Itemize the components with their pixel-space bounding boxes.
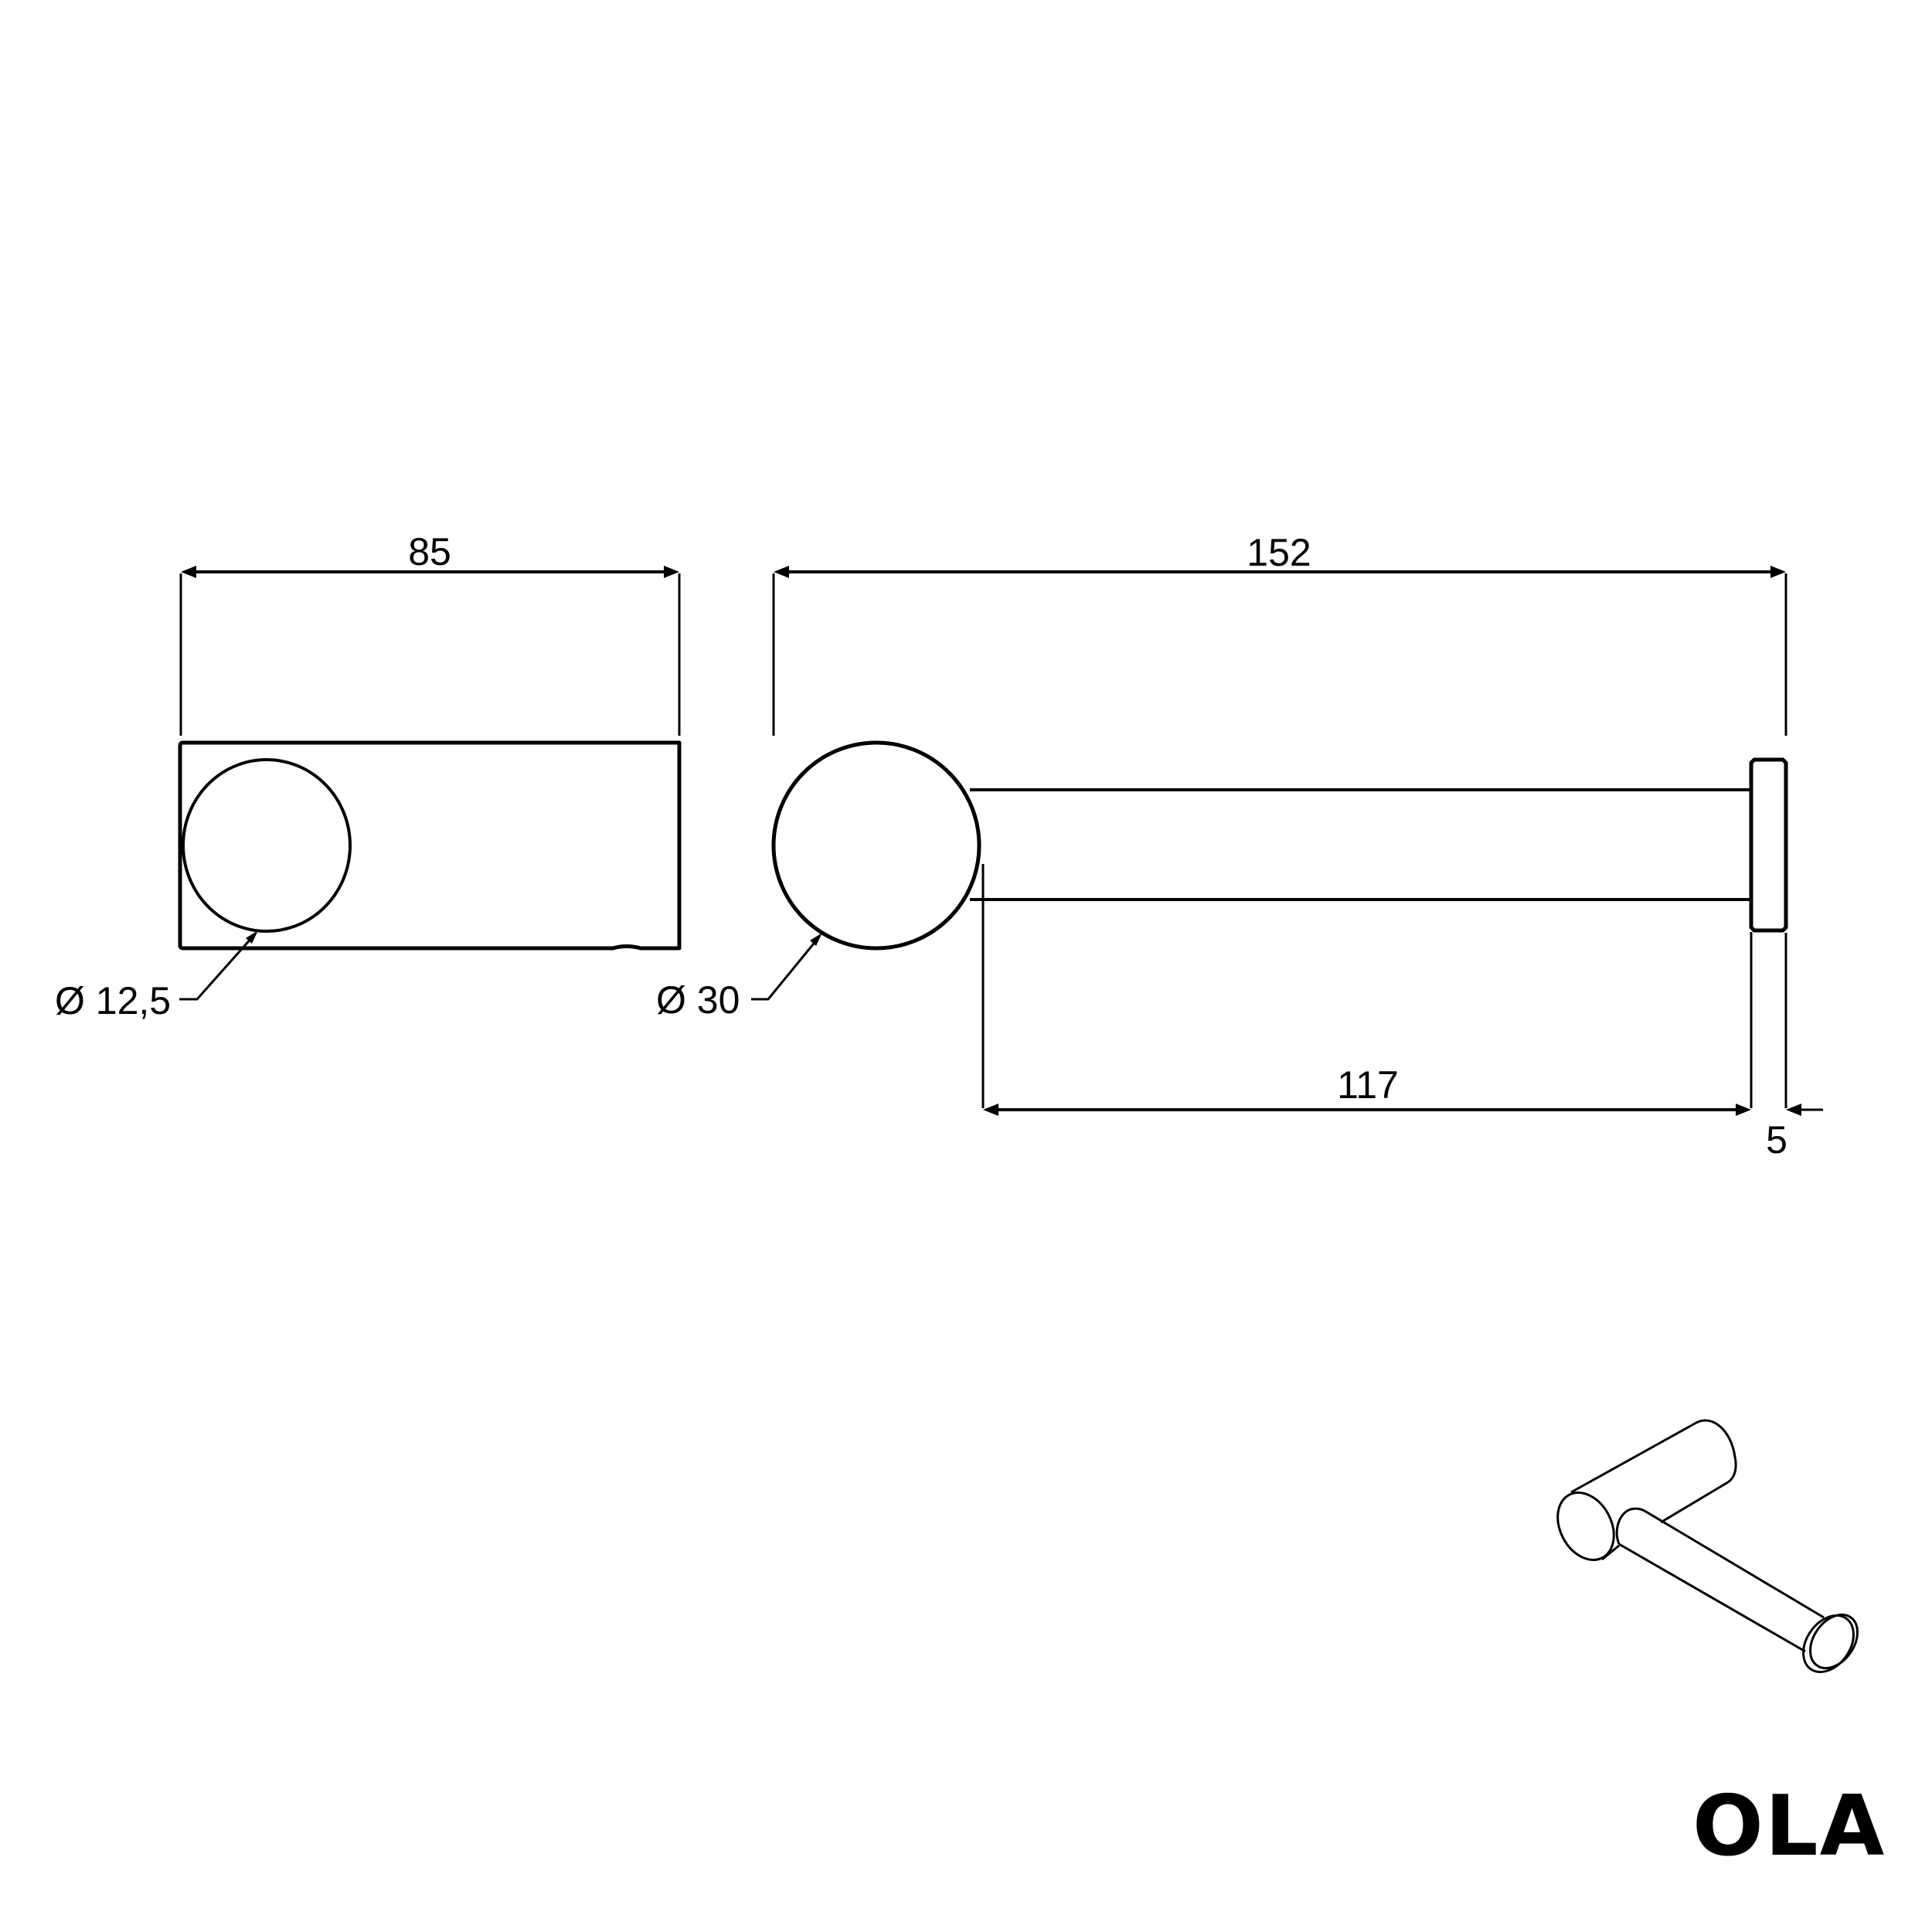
base-disc-circle [771, 740, 981, 951]
front-view-outline [178, 740, 682, 951]
hole-diameter-label: Ø 12,5 [55, 979, 171, 1022]
leader-base-diameter: Ø 30 [656, 933, 822, 1022]
dimension-117: 117 [981, 864, 1753, 1116]
dimension-117-label: 117 [1337, 1063, 1399, 1107]
side-view: 152 Ø 30 117 5 [656, 531, 1823, 1162]
dimension-85: 85 [179, 530, 681, 736]
front-view: 85 Ø 12,5 [55, 530, 682, 1022]
base-diameter-label: Ø 30 [656, 978, 740, 1022]
dimension-85-label: 85 [408, 530, 451, 573]
toilet-paper-holder-isometric-icon [1556, 1419, 1859, 1673]
leader-hole-diameter: Ø 12,5 [55, 930, 258, 1022]
dimension-5: 5 [1766, 933, 1823, 1162]
mounting-hole-circle [182, 758, 352, 933]
dimension-152: 152 [772, 531, 1787, 736]
brand-logo: OLA [1692, 1778, 1886, 1875]
end-cap-plate [1749, 757, 1788, 933]
dimension-152-label: 152 [1247, 531, 1311, 574]
dimension-5-label: 5 [1766, 1118, 1787, 1162]
